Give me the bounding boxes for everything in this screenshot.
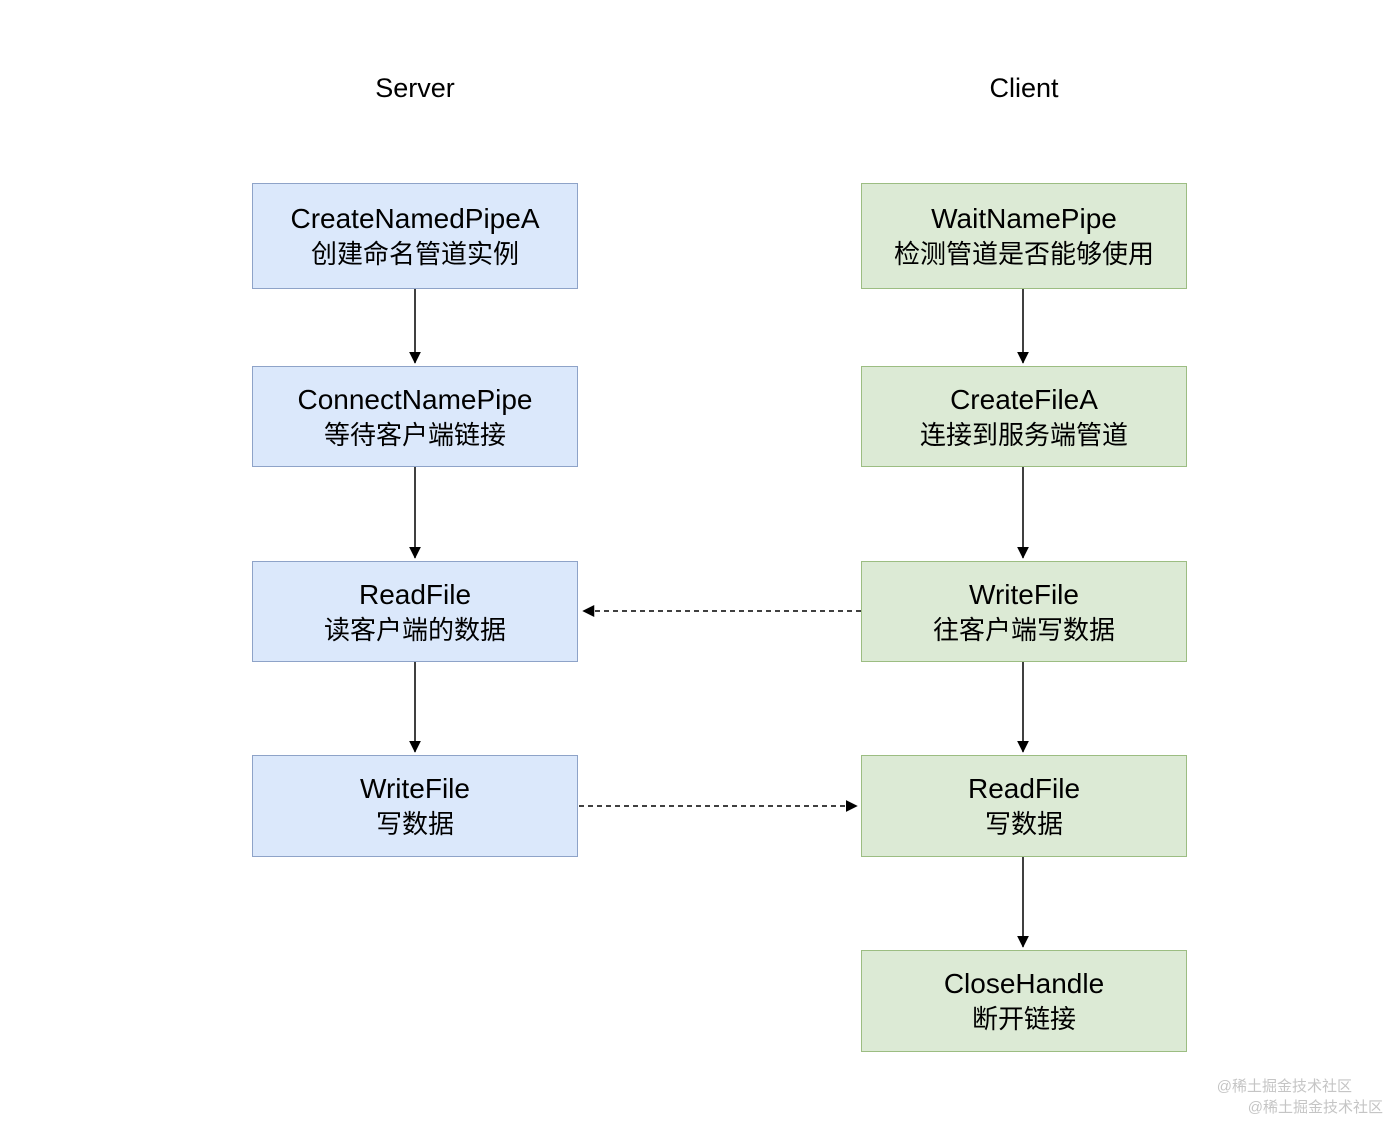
client-step-close-handle: CloseHandle 断开链接 [861, 950, 1187, 1052]
step-api-name: WriteFile [969, 578, 1079, 610]
watermark: @稀土掘金技术社区 @稀土掘金技术社区 [1217, 1076, 1383, 1118]
step-api-name: WaitNamePipe [931, 203, 1117, 234]
client-step-create-file: CreateFileA 连接到服务端管道 [861, 366, 1187, 467]
server-step-read-file: ReadFile 读客户端的数据 [252, 561, 578, 662]
step-api-name: CloseHandle [943, 968, 1105, 999]
step-description: 读客户端的数据 [323, 614, 506, 645]
step-api-name: CreateNamedPipeA [290, 203, 540, 234]
client-column-title: Client [989, 73, 1059, 103]
step-description: 往客户端写数据 [932, 614, 1115, 645]
server-step-create-named-pipe: CreateNamedPipeA 创建命名管道实例 [252, 183, 578, 289]
step-description: 写数据 [375, 809, 454, 839]
server-column-title: Server [375, 73, 455, 103]
server-step-connect-name-pipe: ConnectNamePipe 等待客户端链接 [252, 366, 578, 467]
step-description: 断开链接 [971, 1004, 1076, 1034]
watermark-line: @稀土掘金技术社区 [1216, 1078, 1352, 1095]
step-description: 检测管道是否能够使用 [893, 239, 1154, 269]
step-api-name: ReadFile [967, 773, 1081, 804]
step-description: 写数据 [984, 809, 1063, 839]
client-step-write-file: WriteFile 往客户端写数据 [861, 561, 1187, 662]
step-description: 等待客户端链接 [323, 419, 506, 450]
watermark-line: @稀土掘金技术社区 [1247, 1099, 1383, 1116]
step-api-name: WriteFile [360, 773, 470, 804]
step-api-name: ReadFile [358, 578, 472, 610]
step-description: 创建命名管道实例 [310, 239, 519, 269]
client-step-read-file: ReadFile 写数据 [861, 755, 1187, 857]
step-description: 连接到服务端管道 [919, 419, 1128, 450]
client-step-wait-name-pipe: WaitNamePipe 检测管道是否能够使用 [861, 183, 1187, 289]
server-step-write-file: WriteFile 写数据 [252, 755, 578, 857]
step-api-name: ConnectNamePipe [297, 383, 533, 415]
step-api-name: CreateFileA [950, 383, 1098, 415]
